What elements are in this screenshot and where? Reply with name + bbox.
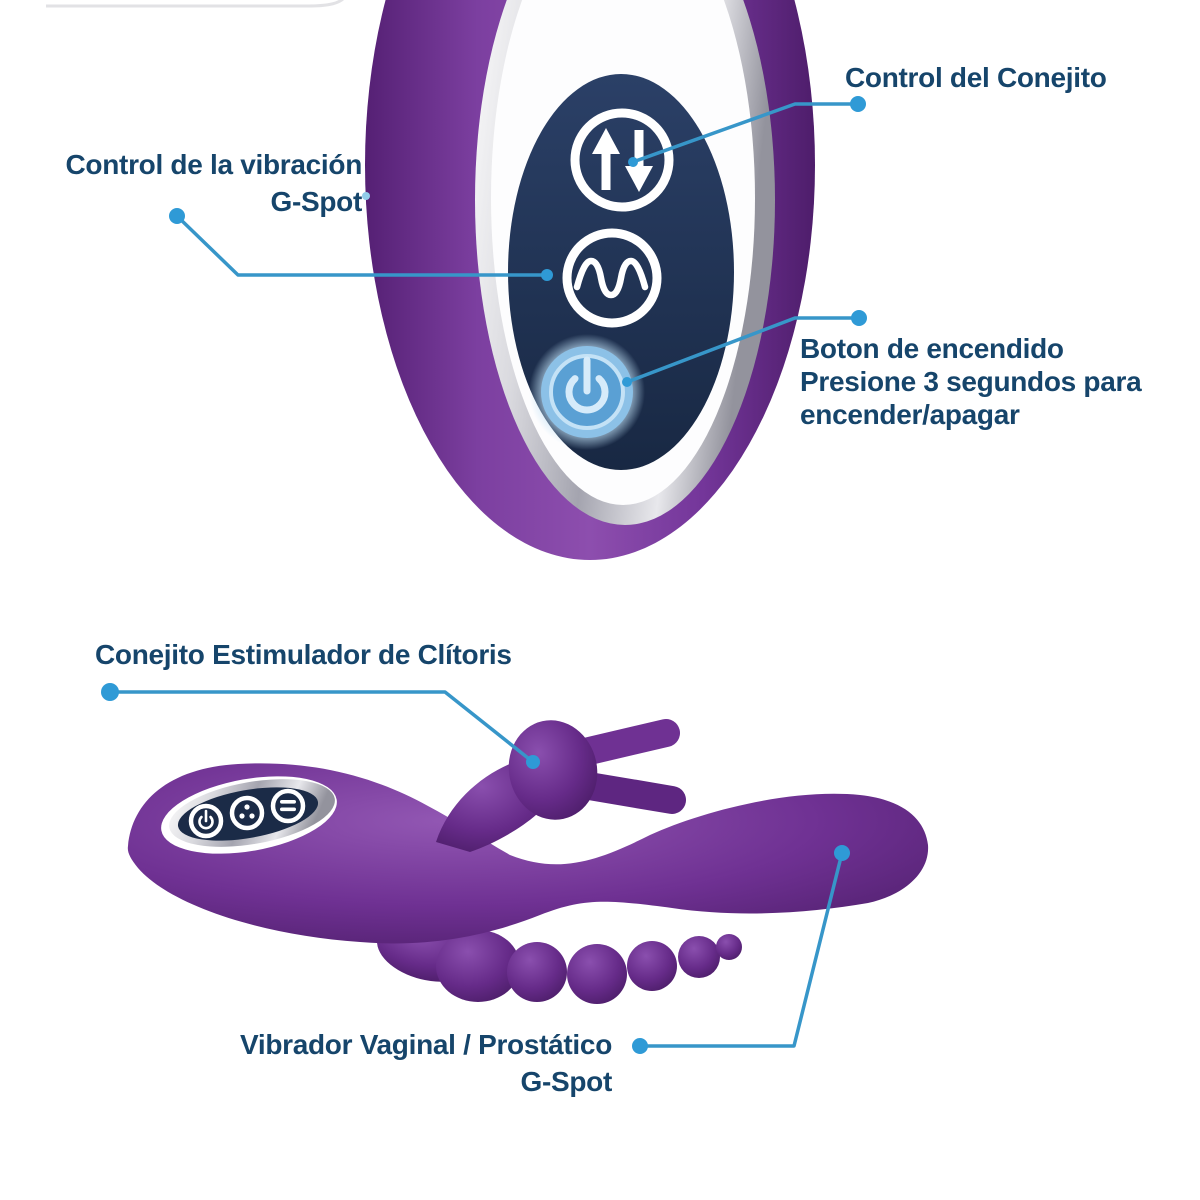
handle-buttons (188, 788, 306, 839)
bead (678, 936, 720, 978)
bead (716, 934, 742, 960)
label-text: G-Spot (270, 186, 362, 217)
power-icon (565, 356, 609, 414)
callout-lines (110, 102, 859, 1048)
bars-icon (280, 800, 296, 812)
callout-line-vibration-control (175, 214, 547, 277)
label-text: Vibrador Vaginal / Prostático (239, 1029, 612, 1060)
label-clitoris-stimulator: Conejito Estimulador de Clítoris (95, 637, 512, 673)
rabbit-ears (571, 719, 686, 814)
callout-dot (632, 1038, 648, 1054)
power-icon (198, 809, 214, 830)
label-text: G-Spot (520, 1066, 612, 1097)
callout-line-power (626, 316, 859, 384)
rabbit-control-button (570, 108, 674, 212)
clitoral-stimulator-head (508, 720, 598, 820)
label-power-button: Boton de encendido Presione 3 segundos p… (800, 332, 1142, 431)
callout-dot (541, 269, 553, 281)
gspot-vibration-button (562, 228, 662, 328)
dots-icon (239, 804, 255, 819)
bead (627, 941, 677, 991)
callout-dot (622, 377, 632, 387)
callout-dot (834, 845, 850, 861)
arrows-up-down-icon (592, 128, 653, 192)
label-text: Control de la vibración (65, 149, 363, 180)
label-vibration-control: Control de la vibración G-Spot (0, 146, 363, 220)
callout-dot (101, 683, 119, 701)
top-device-illustration (365, 0, 815, 560)
label-vaginal-prostatic: Vibrador Vaginal / Prostático G-Spot (210, 1026, 612, 1100)
callout-line-clitoris (110, 690, 535, 764)
handle-mode-button (229, 795, 265, 831)
wave-icon (573, 257, 649, 299)
callout-line-vaginal (640, 852, 844, 1048)
label-text: Conejito Estimulador de Clítoris (95, 639, 512, 670)
callout-dot (628, 157, 638, 167)
label-text: Boton de encendido (800, 333, 1064, 364)
callout-dot (169, 208, 185, 224)
artifact-dot (362, 192, 370, 200)
bottom-device-illustration (127, 719, 929, 1004)
handle-power-button (188, 803, 224, 839)
callout-dot (526, 755, 540, 769)
handle-speed-button (270, 788, 306, 824)
bead (567, 944, 627, 1004)
power-button (529, 334, 645, 450)
label-text: Presione 3 segundos para (800, 366, 1142, 397)
cropped-frame-fragment (46, 0, 345, 8)
callout-dot (851, 310, 867, 326)
label-text: Control del Conejito (845, 62, 1107, 93)
label-rabbit-control: Control del Conejito (845, 60, 1107, 96)
callout-dot (850, 96, 866, 112)
callout-line-rabbit-control (632, 102, 858, 164)
callout-dots (101, 96, 867, 1054)
label-text: encender/apagar (800, 399, 1020, 430)
bead (507, 942, 567, 1002)
